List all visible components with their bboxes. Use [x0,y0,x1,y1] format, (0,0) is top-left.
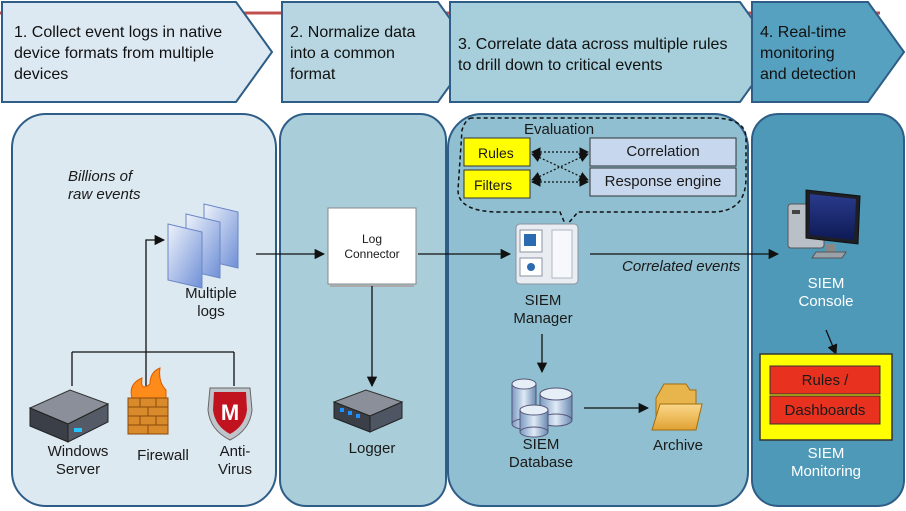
flow-arrows [256,248,838,414]
logger-label: Logger [348,440,396,457]
log-connector-label: Log Connector [344,232,400,261]
multiple-logs-icon [167,203,239,289]
step-3-label: 3. Correlate data across multiple rules … [458,36,728,74]
firewall-label: Firewall [137,447,189,464]
dashboards-bar [769,395,881,425]
step-4-chevron [751,0,906,103]
antivirus-shield-icon: M [207,387,253,441]
raw-events-label: Billions of raw events [68,168,141,203]
firewall-icon [127,367,169,435]
rules-bar [769,365,881,395]
evaluation-label: Evaluation [524,121,595,138]
multiple-logs-label: Multiple logs [185,285,237,320]
siem-console-label: SIEM Console [798,275,854,310]
siem-monitoring-label: SIEM Monitoring [790,445,862,480]
correlated-events-label: Correlated events [622,258,741,275]
siem-manager-icon [515,223,579,285]
device-connector-lines [71,234,235,386]
rules-label: Rules [478,145,514,161]
log-connector-box [327,207,417,285]
evaluation-links [531,147,589,187]
step-1-label: 1. Collect event logs in native device f… [14,24,223,83]
logger-icon [332,389,404,433]
rules-box [463,137,531,167]
windows-server-label: Windows Server [47,443,109,478]
correlation-label: Correlation [626,143,700,160]
antivirus-label: Anti-Virus [218,443,252,478]
step-1-chevron [1,0,274,103]
rules-slash-label: Rules / [801,372,849,389]
siem-manager-label: SIEM Manager [513,292,573,327]
response-engine-box [589,167,737,197]
step-4-label: 4. Real-time monitoring and detection [760,24,857,83]
filters-box [463,169,531,199]
archive-folder-icon [651,383,703,431]
siem-database-label: SIEM Database [508,436,574,471]
siem-console-icon [787,189,861,259]
step-2-label: 2. Normalize data into a common format [290,24,416,83]
response-engine-label: Response engine [604,173,722,190]
filters-label: Filters [474,177,513,193]
siem-database-icon [511,378,573,438]
svg-text:M: M [221,400,239,425]
dashboards-label: Dashboards [784,402,866,419]
windows-server-icon [28,389,110,443]
evaluation-cloud [457,117,747,228]
archive-label: Archive [652,437,704,454]
correlation-box [589,137,737,167]
